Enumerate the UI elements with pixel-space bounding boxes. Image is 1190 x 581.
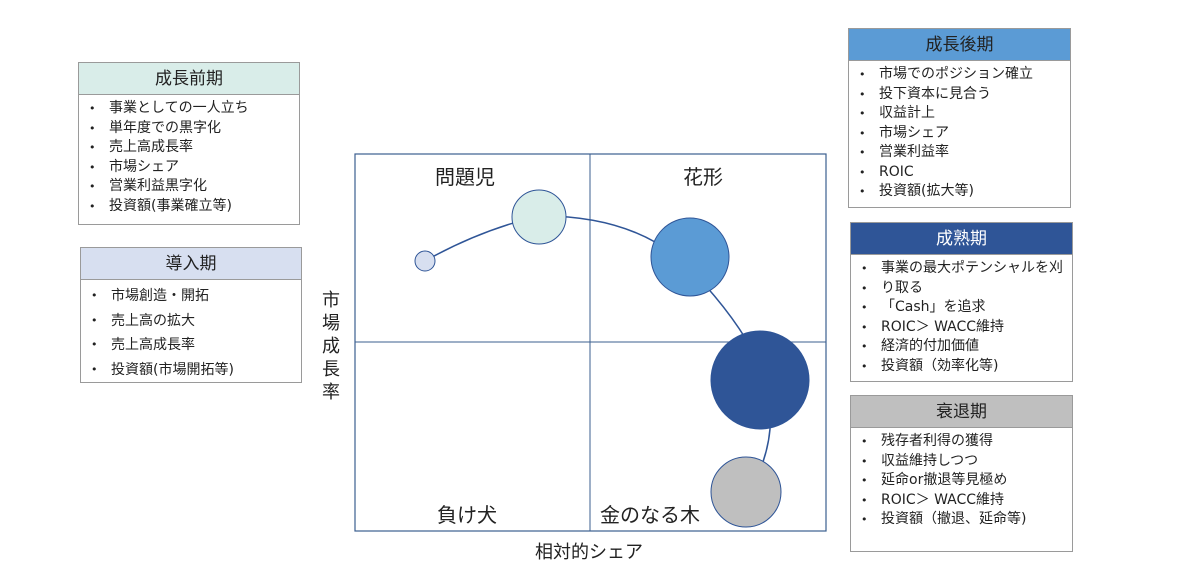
list-item: 投資額（効率化等) [859, 357, 1064, 377]
stage-box-decline: 衰退期 残存者利得の獲得 収益維持しつつ 延命or撤退等見極め ROIC＞ WA… [850, 395, 1073, 552]
quadrant-label-question-mark: 問題児 [435, 165, 495, 189]
list-item: 市場創造・開拓 [89, 284, 293, 309]
list-item: 単年度での黒字化 [87, 119, 291, 139]
stage-box-introduction: 導入期 市場創造・開拓 売上高の拡大 売上高成長率 投資額(市場開拓等) [80, 247, 302, 383]
list-item: 営業利益黒字化 [87, 177, 291, 197]
stage-circle-introduction [414, 250, 436, 272]
stage-title-maturity: 成熟期 [851, 223, 1072, 255]
x-axis-label: 相対的シェア [535, 542, 643, 563]
stage-title-late-growth: 成長後期 [849, 29, 1070, 61]
list-item: 延命or撤退等見極め [859, 471, 1064, 491]
list-item: 残存者利得の獲得 [859, 432, 1064, 452]
stage-list-early-growth: 事業としての一人立ち 単年度での黒字化 売上高成長率 市場シェア 営業利益黒字化… [79, 95, 299, 218]
stage-circle-decline [710, 456, 782, 528]
list-item: ROIC＞ WACC維持 [859, 491, 1064, 511]
list-item: 営業利益率 [857, 143, 1062, 163]
list-item: 投資額(事業確立等) [87, 197, 291, 217]
stage-list-late-growth: 市場でのポジション確立 投下資本に見合う 収益計上 市場シェア 営業利益率 RO… [849, 61, 1070, 204]
list-item: 市場でのポジション確立 [857, 65, 1062, 85]
list-item: 市場シェア [87, 158, 291, 178]
stage-title-early-growth: 成長前期 [79, 63, 299, 95]
stage-list-maturity: 事業の最大ポテンシャルを刈 り取る 「Cash」を追求 ROIC＞ WACC維持… [851, 255, 1072, 378]
list-item: 投資額（撤退、延命等) [859, 510, 1064, 530]
quadrant-label-star: 花形 [683, 165, 723, 189]
list-item: 市場シェア [857, 124, 1062, 144]
list-item: 売上高成長率 [87, 138, 291, 158]
stage-list-introduction: 市場創造・開拓 売上高の拡大 売上高成長率 投資額(市場開拓等) [81, 280, 301, 384]
list-item: 投下資本に見合う [857, 85, 1062, 105]
list-item: 「Cash」を追求 [859, 298, 1064, 318]
stage-box-early-growth: 成長前期 事業としての一人立ち 単年度での黒字化 売上高成長率 市場シェア 営業… [78, 62, 300, 225]
stage-circle-late-growth [650, 217, 730, 297]
quadrant-label-dog: 負け犬 [437, 503, 497, 527]
stage-list-decline: 残存者利得の獲得 収益維持しつつ 延命or撤退等見極め ROIC＞ WACC維持… [851, 428, 1072, 532]
list-item: 収益維持しつつ [859, 452, 1064, 472]
stage-circle-early-growth [511, 189, 567, 245]
list-item: 経済的付加価値 [859, 337, 1064, 357]
stage-title-decline: 衰退期 [851, 396, 1072, 428]
list-item: 事業としての一人立ち [87, 99, 291, 119]
stage-title-introduction: 導入期 [81, 248, 301, 280]
list-item: 売上高成長率 [89, 333, 293, 358]
y-axis-label: 市場成長率 [322, 290, 340, 403]
list-item: 売上高の拡大 [89, 309, 293, 334]
list-item: り取る [859, 279, 1064, 299]
list-item: ROIC [857, 163, 1062, 183]
list-item: ROIC＞ WACC維持 [859, 318, 1064, 338]
quadrant-label-cash-cow: 金のなる木 [600, 503, 700, 527]
list-item: 事業の最大ポテンシャルを刈 [859, 259, 1064, 279]
stage-box-maturity: 成熟期 事業の最大ポテンシャルを刈 り取る 「Cash」を追求 ROIC＞ WA… [850, 222, 1073, 382]
list-item: 収益計上 [857, 104, 1062, 124]
stage-box-late-growth: 成長後期 市場でのポジション確立 投下資本に見合う 収益計上 市場シェア 営業利… [848, 28, 1071, 208]
stage-circle-maturity [710, 330, 810, 430]
list-item: 投資額(市場開拓等) [89, 358, 293, 383]
list-item: 投資額(拡大等) [857, 182, 1062, 202]
